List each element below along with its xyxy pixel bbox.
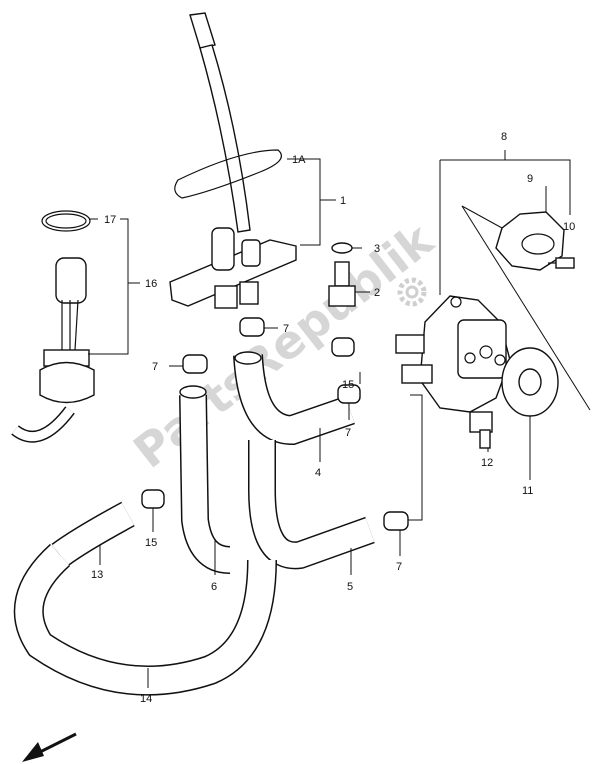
screw-part-12 (469, 411, 493, 449)
gear-icon (397, 277, 427, 307)
callout-2: 2 (374, 287, 380, 299)
callout-7: 7 (396, 561, 402, 573)
packing-part-11 (501, 347, 559, 417)
clamp-part-7 (182, 317, 409, 531)
callout-15: 15 (342, 379, 354, 391)
screw-part-10 (548, 257, 575, 269)
callout-7: 7 (345, 427, 351, 439)
callout-1A: 1A (292, 154, 306, 166)
callout-16: 16 (145, 278, 157, 290)
fuel-hose-part-13 (51, 501, 135, 567)
fuel-hose-part-4 (233, 351, 355, 490)
washer-part-3 (331, 242, 353, 254)
callout-9: 9 (527, 173, 533, 185)
callout-14: 14 (140, 693, 152, 705)
callout-12: 12 (481, 457, 493, 469)
callout-4: 4 (315, 467, 321, 479)
callout-7: 7 (283, 323, 289, 335)
front-direction-arrow-icon (22, 732, 77, 762)
callout-6: 6 (211, 581, 217, 593)
callout-5: 5 (347, 581, 353, 593)
callout-1: 1 (340, 195, 346, 207)
callout-3: 3 (374, 243, 380, 255)
callout-13: 13 (91, 569, 103, 581)
o-ring-part-17 (41, 210, 91, 232)
fuel-level-gauge-part-16 (11, 210, 95, 443)
callout-17: 17 (104, 214, 116, 226)
callout-15: 15 (145, 537, 157, 549)
callout-7: 7 (152, 361, 158, 373)
knob-part-9 (495, 211, 565, 271)
fuel-hose-part-14 (13, 543, 277, 696)
fuel-cock-assembly (395, 295, 511, 413)
fuel-hose-part-6 (179, 385, 232, 574)
fuel-hose-part-5 (248, 489, 375, 570)
gasket-part-1A (174, 149, 282, 199)
bolt-part-2 (328, 261, 356, 307)
callout-10: 10 (563, 221, 575, 233)
callout-11: 11 (522, 485, 533, 497)
callout-8: 8 (501, 131, 507, 143)
fuel-pipe-part-1 (169, 12, 297, 309)
